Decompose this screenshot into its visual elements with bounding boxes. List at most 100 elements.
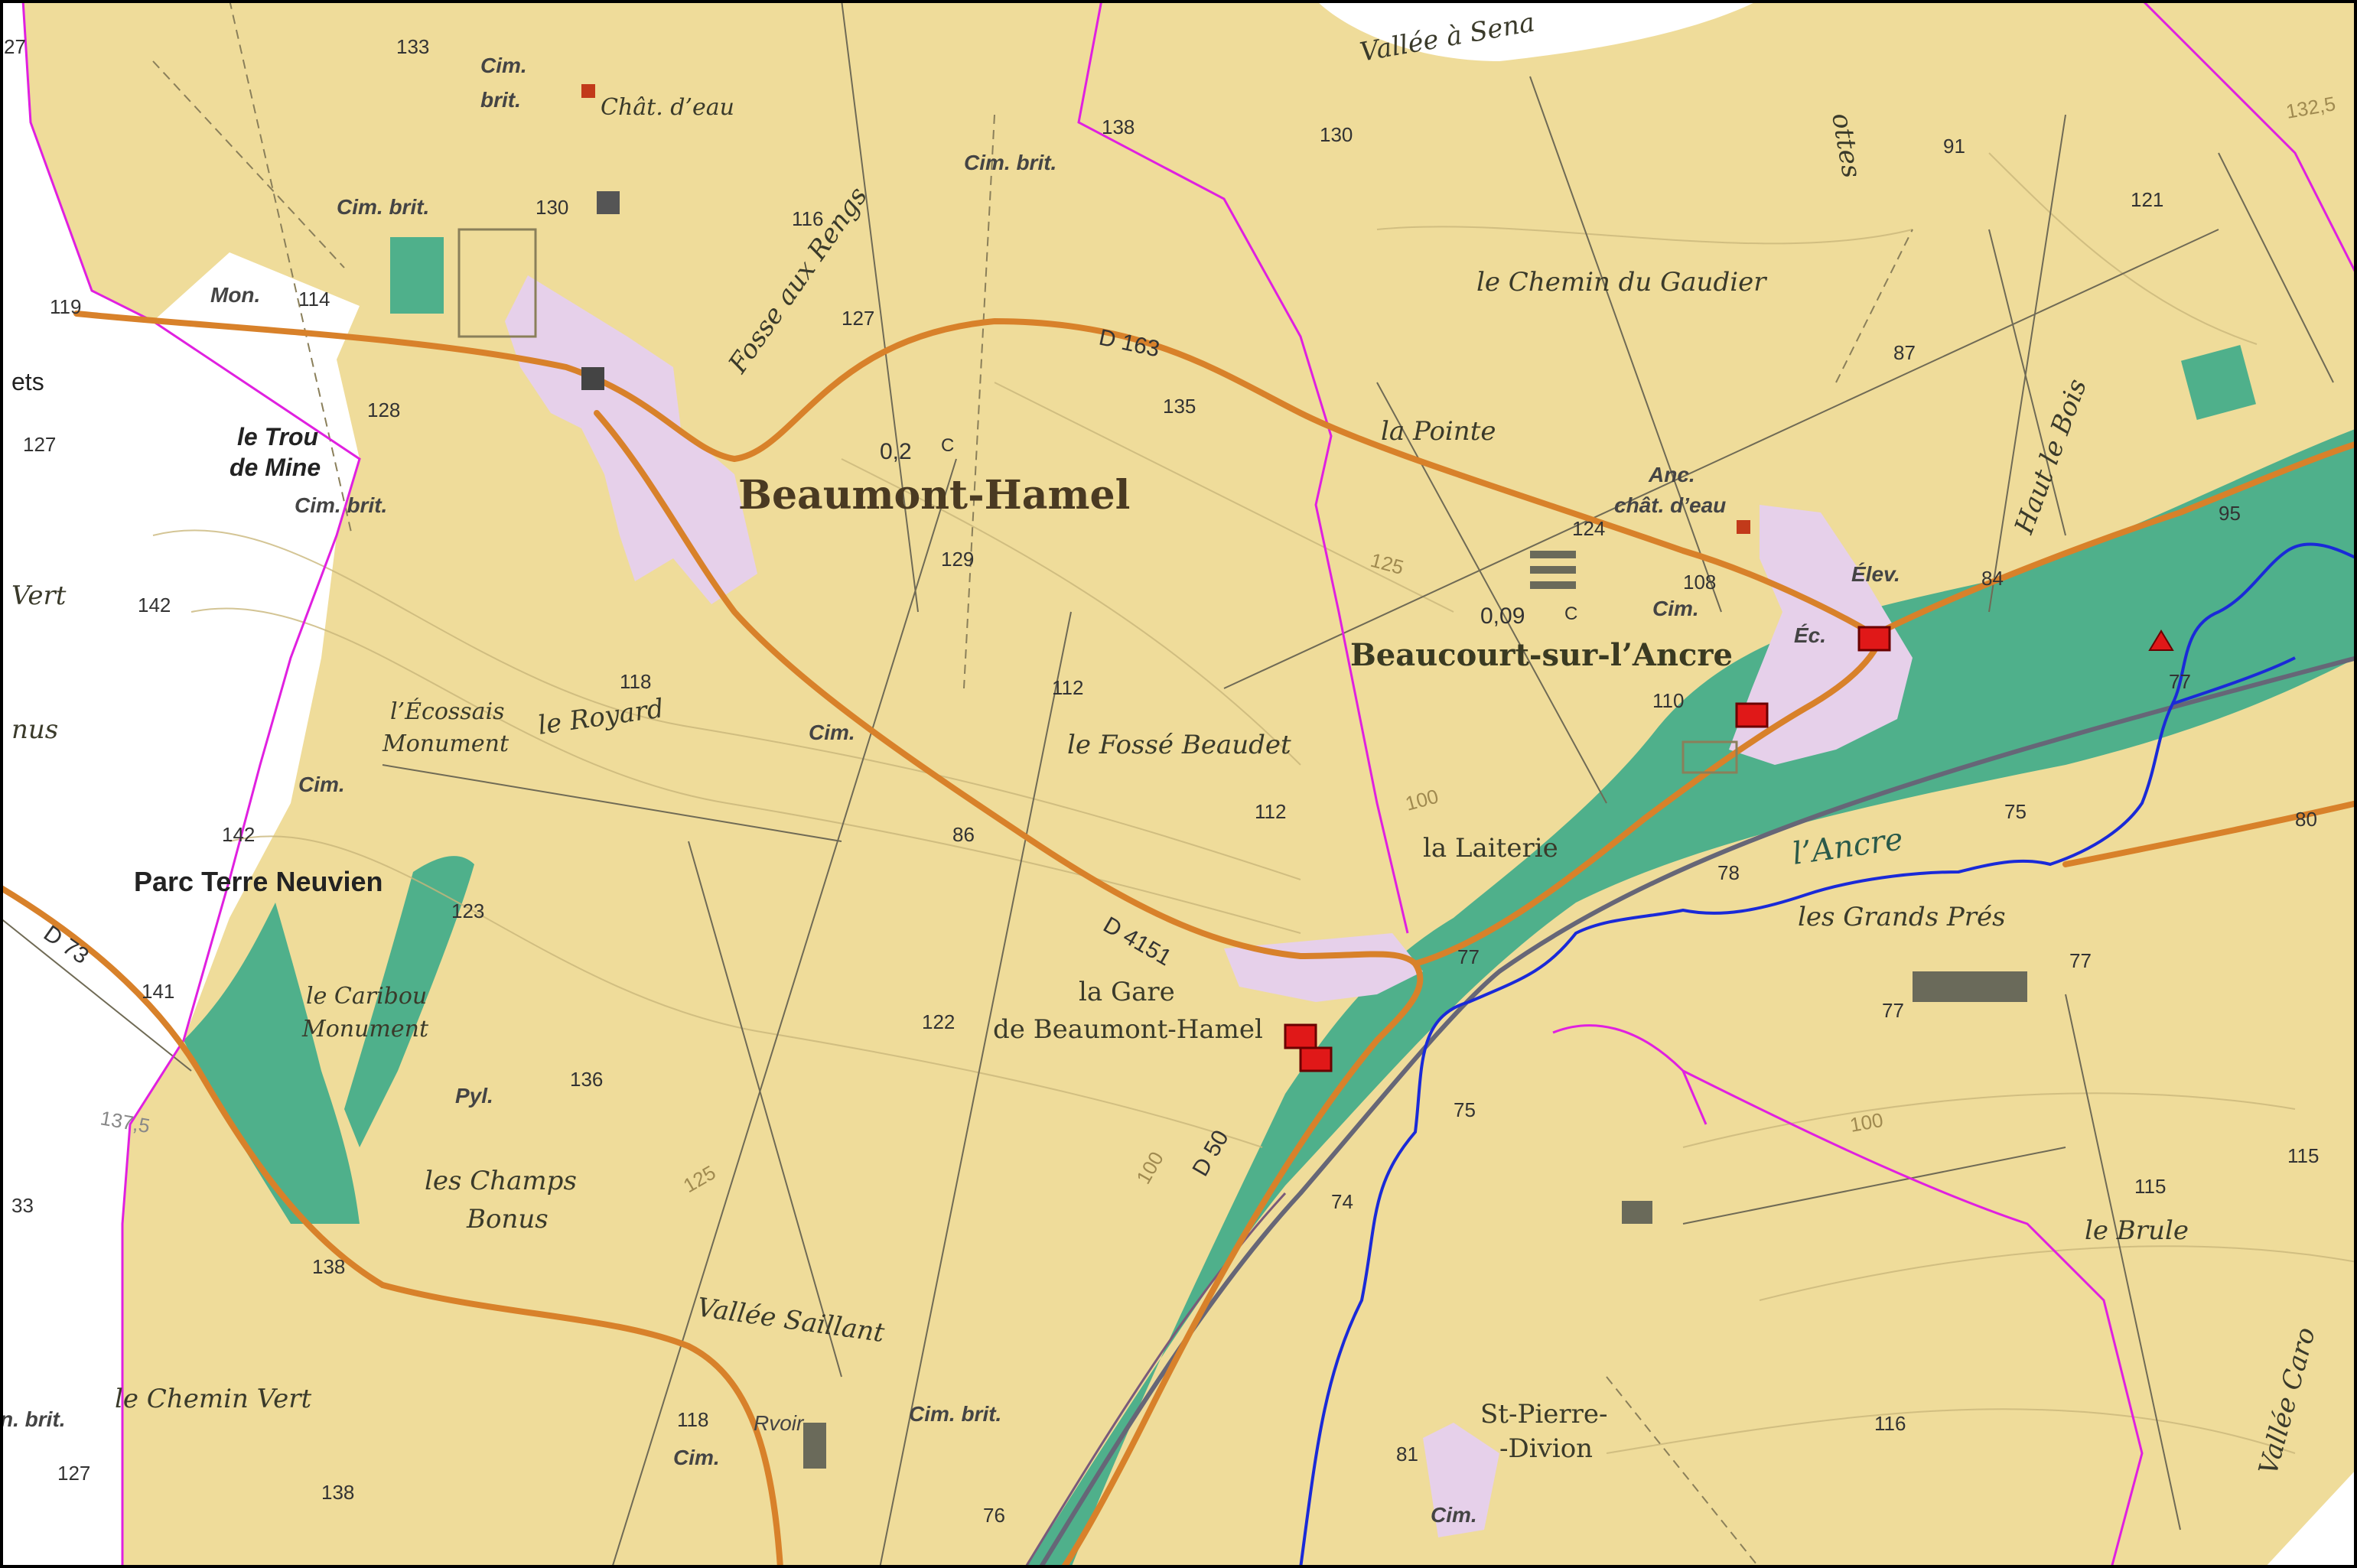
svg-text:138: 138 xyxy=(321,1481,354,1504)
svg-text:122: 122 xyxy=(922,1010,955,1033)
svg-text:75: 75 xyxy=(2004,800,2027,823)
svg-text:133: 133 xyxy=(396,35,429,58)
svg-text:87: 87 xyxy=(1893,341,1916,364)
place-name-st-pierre-1: St-Pierre- xyxy=(1480,1399,1607,1430)
railway-line-2 xyxy=(1024,1192,1287,1568)
label-n-brit: n. brit. xyxy=(0,1407,66,1431)
place-name-gare-1: la Gare xyxy=(1079,977,1175,1007)
river-ancre xyxy=(1299,542,2357,1568)
outside-left xyxy=(0,0,153,321)
altitude-labels: 133 130 130 138 116 127 114 119 128 127 … xyxy=(4,35,2337,1527)
svg-text:118: 118 xyxy=(620,670,651,693)
place-name-chemin-vert: le Chemin Vert xyxy=(115,1384,311,1414)
svg-text:80: 80 xyxy=(2295,808,2317,831)
svg-text:115: 115 xyxy=(2287,1144,2319,1167)
label-ec: Éc. xyxy=(1794,623,1826,647)
label-pyl: Pyl. xyxy=(455,1084,493,1108)
place-name-nus: nus xyxy=(11,714,58,745)
label-brit-1: brit. xyxy=(480,88,521,112)
svg-text:127: 127 xyxy=(57,1462,90,1485)
svg-text:116: 116 xyxy=(1874,1412,1906,1435)
village-beaumont xyxy=(505,275,757,604)
svg-text:127: 127 xyxy=(842,307,874,330)
place-name-caribou-1: le Caribou xyxy=(306,983,427,1010)
svg-text:74: 74 xyxy=(1331,1190,1353,1213)
place-name-ecossais-1: l’Écossais xyxy=(390,698,505,725)
svg-text:115: 115 xyxy=(2134,1175,2166,1198)
commune-boundaries xyxy=(21,0,2357,1568)
label-cim-brit-3: Cim. brit. xyxy=(337,195,429,219)
forest-parc-2 xyxy=(344,856,474,1147)
road-d50 xyxy=(1412,632,1885,967)
place-name-beaucourt: Beaucourt-sur-l’Ancre xyxy=(1350,637,1733,673)
label-cim-6: Cim. xyxy=(1431,1503,1477,1527)
svg-text:130: 130 xyxy=(1320,123,1353,146)
place-name-champs-2: Bonus xyxy=(466,1204,549,1235)
svg-text:108: 108 xyxy=(1683,571,1716,594)
svg-text:136: 136 xyxy=(570,1068,603,1091)
outside-top xyxy=(1316,0,1760,61)
label-cim-brit-2: Cim. brit. xyxy=(964,151,1056,174)
place-name-ets: ets xyxy=(11,368,44,395)
svg-text:129: 129 xyxy=(941,548,974,571)
svg-text:75: 75 xyxy=(1454,1098,1476,1121)
svg-text:77: 77 xyxy=(2169,670,2191,693)
svg-text:77: 77 xyxy=(2069,949,2092,972)
place-name-la-pointe: la Pointe xyxy=(1381,416,1496,447)
place-name-gare-2: de Beaumont-Hamel xyxy=(993,1014,1263,1045)
place-name-fosse-beaudet: le Fossé Beaudet xyxy=(1067,730,1291,760)
label-area-2: 0,09 xyxy=(1480,603,1525,629)
svg-text:112: 112 xyxy=(1052,676,1083,699)
svg-text:142: 142 xyxy=(138,594,171,616)
label-cim-4: Cim. xyxy=(1652,597,1699,620)
place-name-chemin-gaudier: le Chemin du Gaudier xyxy=(1476,267,1767,298)
forest-parc xyxy=(184,903,360,1224)
label-elev: Élev. xyxy=(1851,562,1900,586)
svg-text:33: 33 xyxy=(11,1194,34,1217)
road-d4151 xyxy=(594,410,1424,1568)
label-c-1: C xyxy=(941,435,954,456)
label-cim-5: Cim. xyxy=(673,1446,720,1469)
label-anc-chat-eau: chât. d’eau xyxy=(1614,493,1726,517)
label-cim-2: Cim. xyxy=(809,721,855,744)
place-name-vert: Vert xyxy=(11,581,67,611)
svg-text:124: 124 xyxy=(1572,517,1605,540)
place-name-caribou-2: Monument xyxy=(301,1016,429,1043)
svg-text:128: 128 xyxy=(367,399,400,421)
building-markers xyxy=(457,84,2174,1469)
label-cim-3: Cim. xyxy=(298,773,345,796)
svg-text:114: 114 xyxy=(298,288,330,311)
svg-text:110: 110 xyxy=(1652,689,1684,712)
place-name-st-pierre-2: -Divion xyxy=(1499,1433,1593,1464)
village-beaucourt xyxy=(1729,505,1913,765)
svg-text:100: 100 xyxy=(1848,1108,1885,1137)
svg-text:27: 27 xyxy=(4,35,26,58)
svg-text:138: 138 xyxy=(1102,115,1135,138)
svg-text:81: 81 xyxy=(1396,1443,1418,1466)
svg-text:95: 95 xyxy=(2219,502,2241,525)
svg-text:119: 119 xyxy=(50,295,81,318)
outside-left-lower xyxy=(0,321,283,1568)
svg-text:76: 76 xyxy=(983,1504,1005,1527)
svg-text:77: 77 xyxy=(1457,945,1480,968)
svg-text:78: 78 xyxy=(1717,861,1740,884)
svg-text:86: 86 xyxy=(952,823,975,846)
outside-bottom-right xyxy=(2264,1469,2357,1568)
place-name-parc: Parc Terre Neuvien xyxy=(134,866,383,897)
svg-text:112: 112 xyxy=(1255,800,1286,823)
svg-text:84: 84 xyxy=(1981,567,2004,590)
label-area-1: 0,2 xyxy=(880,439,912,464)
svg-text:91: 91 xyxy=(1943,135,1965,158)
place-name-champs-1: les Champs xyxy=(425,1166,577,1196)
place-name-trou-1: le Trou xyxy=(237,423,318,451)
contour-lines xyxy=(152,152,2357,1454)
label-rvoir: Rvoir xyxy=(754,1411,805,1435)
svg-text:130: 130 xyxy=(536,196,568,219)
forest-small-2 xyxy=(2181,345,2256,420)
dashed-tracks xyxy=(152,0,1913,1568)
svg-text:142: 142 xyxy=(222,823,255,846)
svg-text:138: 138 xyxy=(312,1255,345,1278)
svg-text:121: 121 xyxy=(2131,188,2163,211)
